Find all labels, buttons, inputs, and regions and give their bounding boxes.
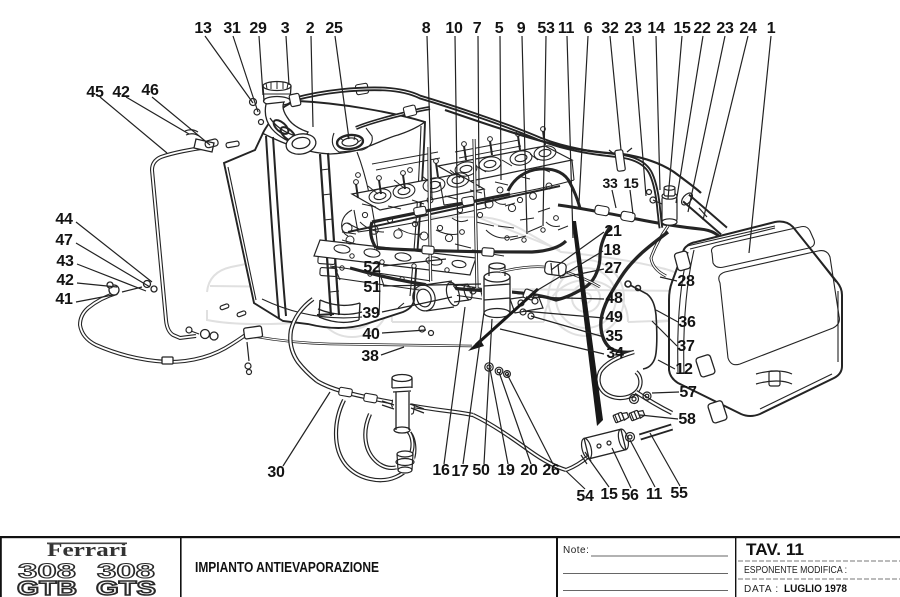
svg-text:46: 46 bbox=[141, 82, 159, 99]
svg-text:DATA :: DATA : bbox=[744, 584, 779, 595]
svg-text:47: 47 bbox=[55, 232, 73, 249]
svg-text:49: 49 bbox=[605, 309, 623, 326]
svg-text:TAV. 11: TAV. 11 bbox=[746, 541, 804, 559]
svg-text:GTS: GTS bbox=[96, 578, 156, 597]
svg-text:42: 42 bbox=[112, 84, 130, 101]
svg-text:29: 29 bbox=[249, 20, 267, 37]
svg-text:53: 53 bbox=[537, 20, 555, 37]
svg-text:18: 18 bbox=[603, 242, 621, 259]
svg-text:IMPIANTO ANTIEVAPORAZIONE: IMPIANTO ANTIEVAPORAZIONE bbox=[195, 560, 379, 576]
svg-text:308: 308 bbox=[97, 560, 156, 583]
svg-text:13: 13 bbox=[194, 20, 212, 37]
svg-text:45: 45 bbox=[86, 84, 104, 101]
svg-text:41: 41 bbox=[55, 291, 73, 308]
svg-text:11: 11 bbox=[558, 20, 575, 37]
svg-text:44: 44 bbox=[55, 211, 73, 228]
svg-text:26: 26 bbox=[542, 462, 560, 479]
svg-text:48: 48 bbox=[605, 290, 623, 307]
svg-text:Ferrari: Ferrari bbox=[47, 540, 127, 561]
svg-text:42: 42 bbox=[56, 272, 74, 289]
svg-text:17: 17 bbox=[451, 463, 469, 480]
svg-text:7: 7 bbox=[473, 20, 482, 37]
svg-text:33: 33 bbox=[603, 175, 618, 191]
svg-text:37: 37 bbox=[677, 338, 695, 355]
svg-text:21: 21 bbox=[604, 223, 622, 240]
svg-text:15: 15 bbox=[600, 486, 618, 503]
svg-text:14: 14 bbox=[647, 20, 665, 37]
svg-text:22: 22 bbox=[693, 20, 711, 37]
svg-text:15: 15 bbox=[624, 175, 639, 191]
svg-text:35: 35 bbox=[605, 328, 623, 345]
svg-text:12: 12 bbox=[675, 361, 693, 378]
svg-text:23: 23 bbox=[624, 20, 642, 37]
svg-text:1: 1 bbox=[767, 20, 776, 37]
svg-text:6: 6 bbox=[584, 20, 593, 37]
svg-text:LUGLIO 1978: LUGLIO 1978 bbox=[784, 583, 847, 595]
svg-text:308: 308 bbox=[18, 560, 77, 583]
svg-text:43: 43 bbox=[56, 253, 74, 270]
svg-text:57: 57 bbox=[679, 384, 697, 401]
svg-text:5: 5 bbox=[495, 20, 504, 37]
svg-text:39: 39 bbox=[362, 305, 380, 322]
svg-text:23: 23 bbox=[716, 20, 734, 37]
svg-text:ESPONENTE MODIFICA :: ESPONENTE MODIFICA : bbox=[744, 565, 847, 576]
svg-text:40: 40 bbox=[362, 326, 380, 343]
svg-text:25: 25 bbox=[325, 20, 343, 37]
svg-text:28: 28 bbox=[677, 273, 695, 290]
svg-text:38: 38 bbox=[361, 348, 379, 365]
svg-text:56: 56 bbox=[621, 487, 639, 504]
svg-text:30: 30 bbox=[267, 464, 285, 481]
svg-text:19: 19 bbox=[497, 462, 515, 479]
svg-text:32: 32 bbox=[601, 20, 619, 37]
svg-text:52: 52 bbox=[363, 259, 381, 276]
svg-text:16: 16 bbox=[432, 462, 450, 479]
svg-text:11: 11 bbox=[646, 486, 663, 503]
svg-text:8: 8 bbox=[422, 20, 431, 37]
svg-text:31: 31 bbox=[223, 20, 241, 37]
svg-text:24: 24 bbox=[739, 20, 757, 37]
svg-text:50: 50 bbox=[472, 462, 490, 479]
svg-text:10: 10 bbox=[445, 20, 463, 37]
svg-text:GTB: GTB bbox=[17, 578, 77, 597]
svg-text:58: 58 bbox=[678, 411, 696, 428]
svg-text:Note:: Note: bbox=[563, 545, 589, 556]
svg-text:51: 51 bbox=[363, 279, 381, 296]
svg-text:34: 34 bbox=[606, 345, 624, 362]
svg-text:36: 36 bbox=[678, 314, 696, 331]
svg-text:20: 20 bbox=[520, 462, 538, 479]
svg-text:54: 54 bbox=[576, 488, 594, 505]
svg-text:9: 9 bbox=[517, 20, 526, 37]
svg-text:55: 55 bbox=[670, 485, 688, 502]
svg-text:2: 2 bbox=[306, 20, 315, 37]
svg-text:15: 15 bbox=[673, 20, 691, 37]
svg-text:3: 3 bbox=[281, 20, 290, 37]
svg-text:27: 27 bbox=[604, 260, 622, 277]
